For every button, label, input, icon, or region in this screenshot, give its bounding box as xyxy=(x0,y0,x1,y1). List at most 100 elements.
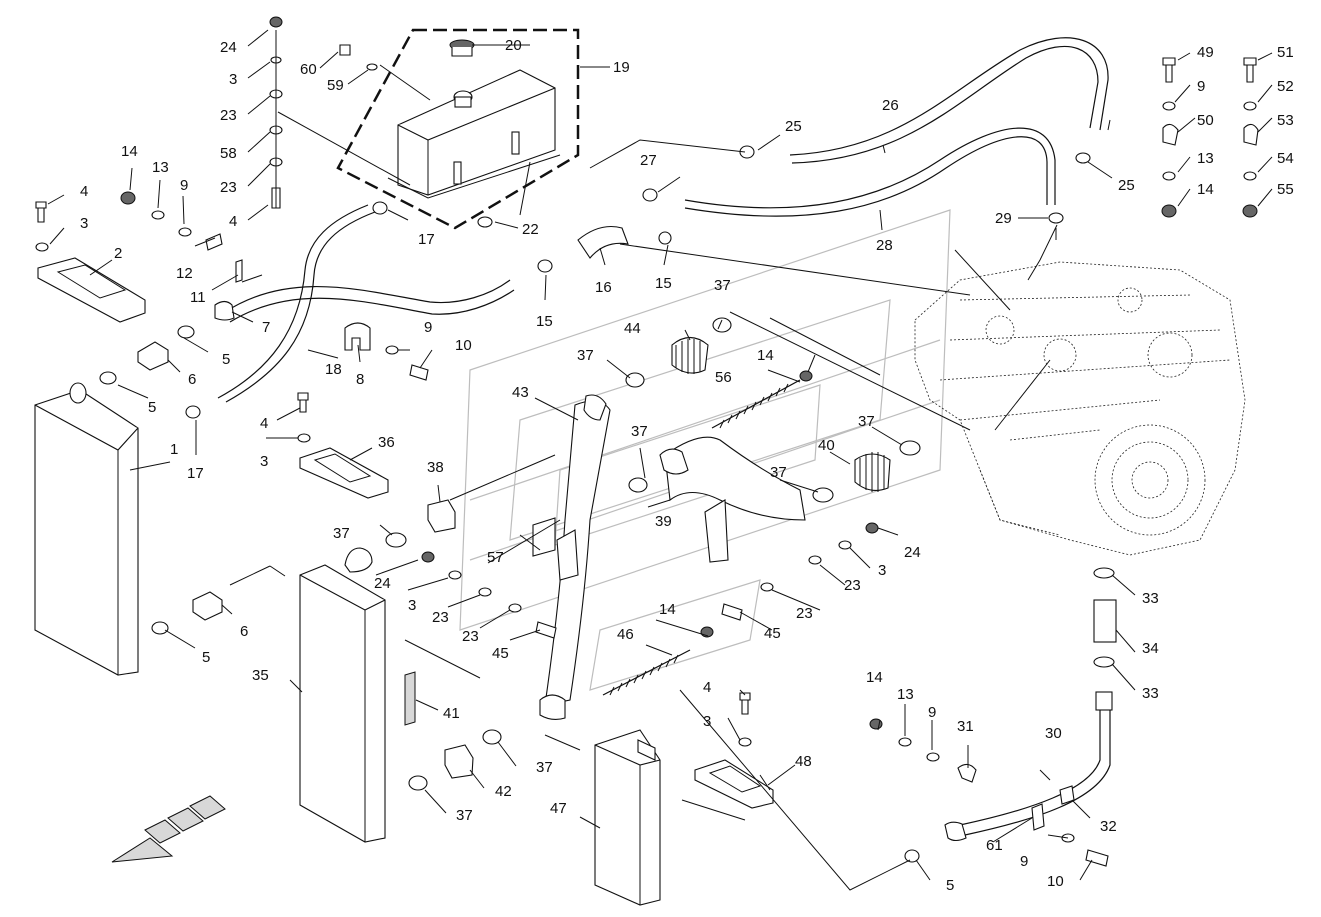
bellows-40 xyxy=(854,452,891,492)
callout-2: 2 xyxy=(114,245,122,262)
callout-34: 34 xyxy=(1142,640,1159,657)
callout-24: 24 xyxy=(374,575,391,592)
callout-20: 20 xyxy=(505,37,522,54)
hose-clamps xyxy=(99,145,1115,863)
callout-13: 13 xyxy=(152,159,169,176)
callout-37: 37 xyxy=(333,525,350,542)
callout-61: 61 xyxy=(986,837,1003,854)
callout-1: 1 xyxy=(170,441,178,458)
leader-lines xyxy=(47,29,1273,891)
callout-45: 45 xyxy=(764,625,781,642)
tension-rod-56 xyxy=(711,370,813,429)
callout-9: 9 xyxy=(424,319,432,336)
callout-44: 44 xyxy=(624,320,641,337)
sleeves xyxy=(137,300,689,779)
callout-37: 37 xyxy=(456,807,473,824)
callout-37: 37 xyxy=(536,759,553,776)
callout-24: 24 xyxy=(904,544,921,561)
callout-25: 25 xyxy=(1118,177,1135,194)
callout-51: 51 xyxy=(1277,44,1294,61)
callout-6: 6 xyxy=(188,371,196,388)
callout-41: 41 xyxy=(443,705,460,722)
callout-23: 23 xyxy=(220,179,237,196)
callout-16: 16 xyxy=(595,279,612,296)
callout-5: 5 xyxy=(202,649,210,666)
fasteners xyxy=(35,16,1259,867)
callout-4: 4 xyxy=(80,183,88,200)
bracket-36 xyxy=(299,447,389,499)
callout-30: 30 xyxy=(1045,725,1062,742)
callout-18: 18 xyxy=(325,361,342,378)
callout-23: 23 xyxy=(844,577,861,594)
callout-56: 56 xyxy=(715,369,732,386)
callout-58: 58 xyxy=(220,145,237,162)
callout-3: 3 xyxy=(229,71,237,88)
callout-7: 7 xyxy=(262,319,270,336)
callout-14: 14 xyxy=(659,601,676,618)
hoses xyxy=(217,37,1117,842)
callout-22: 22 xyxy=(522,221,539,238)
callout-23: 23 xyxy=(220,107,237,124)
radiator-35 xyxy=(299,547,386,843)
callout-37: 37 xyxy=(577,347,594,364)
callout-23: 23 xyxy=(462,628,479,645)
callout-50: 50 xyxy=(1197,112,1214,129)
callout-23: 23 xyxy=(796,605,813,622)
callout-40: 40 xyxy=(818,437,835,454)
callout-12: 12 xyxy=(176,265,193,282)
callout-39: 39 xyxy=(655,513,672,530)
callout-14: 14 xyxy=(757,347,774,364)
callout-54: 54 xyxy=(1277,150,1294,167)
callout-37: 37 xyxy=(714,277,731,294)
callout-53: 53 xyxy=(1277,112,1294,129)
callout-4: 4 xyxy=(229,213,237,230)
callout-48: 48 xyxy=(795,753,812,770)
callout-14: 14 xyxy=(1197,181,1214,198)
callout-32: 32 xyxy=(1100,818,1117,835)
callout-17: 17 xyxy=(418,231,435,248)
callout-5: 5 xyxy=(946,877,954,894)
callout-5: 5 xyxy=(148,399,156,416)
callout-31: 31 xyxy=(957,718,974,735)
callout-15: 15 xyxy=(536,313,553,330)
callout-9: 9 xyxy=(928,704,936,721)
callout-19: 19 xyxy=(613,59,630,76)
callout-17: 17 xyxy=(187,465,204,482)
callout-3: 3 xyxy=(260,453,268,470)
callout-27: 27 xyxy=(640,152,657,169)
callout-38: 38 xyxy=(427,459,444,476)
callout-36: 36 xyxy=(378,434,395,451)
callout-13: 13 xyxy=(897,686,914,703)
callout-45: 45 xyxy=(492,645,509,662)
callout-52: 52 xyxy=(1277,78,1294,95)
callout-37: 37 xyxy=(770,464,787,481)
callout-25: 25 xyxy=(785,118,802,135)
callout-9: 9 xyxy=(1020,853,1028,870)
callout-15: 15 xyxy=(655,275,672,292)
callout-4: 4 xyxy=(260,415,268,432)
callout-14: 14 xyxy=(121,143,138,160)
expansion-tank xyxy=(387,39,561,199)
callout-60: 60 xyxy=(300,61,317,78)
callout-11: 11 xyxy=(190,289,206,306)
radiator-1 xyxy=(34,382,139,676)
callout-6: 6 xyxy=(240,623,248,640)
callout-14: 14 xyxy=(866,669,883,686)
callout-8: 8 xyxy=(356,371,364,388)
bellows-44 xyxy=(671,336,709,374)
callout-42: 42 xyxy=(495,783,512,800)
callout-46: 46 xyxy=(617,626,634,643)
duct-47 xyxy=(594,729,661,906)
callout-13: 13 xyxy=(1197,150,1214,167)
callout-43: 43 xyxy=(512,384,529,401)
callout-29: 29 xyxy=(995,210,1012,227)
callout-47: 47 xyxy=(550,800,567,817)
callout-35: 35 xyxy=(252,667,269,684)
bracket-48 xyxy=(694,759,774,809)
callout-24: 24 xyxy=(220,39,237,56)
expansion-tank-group-outline xyxy=(336,28,580,230)
callout-33: 33 xyxy=(1142,590,1159,607)
callout-4: 4 xyxy=(703,679,711,696)
callout-55: 55 xyxy=(1277,181,1294,198)
callout-9: 9 xyxy=(180,177,188,194)
